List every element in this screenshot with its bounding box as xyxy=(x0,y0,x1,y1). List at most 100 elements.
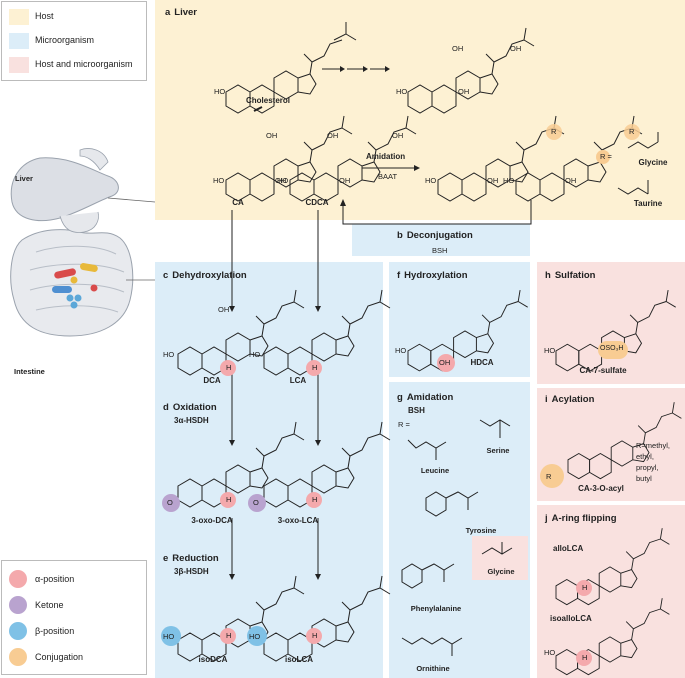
arrow-deconjugation xyxy=(340,199,532,225)
legend-compartments: Host Microorganism Host and microorganis… xyxy=(1,1,147,81)
panel-b-letter: b xyxy=(397,230,403,241)
atom-oh-top-7: OH xyxy=(458,87,470,96)
label-lca: LCA xyxy=(289,376,307,385)
panel-i-title-text: Acylation xyxy=(551,394,595,405)
label-taurine: Taurine xyxy=(633,199,663,208)
legend-label-ketone: Ketone xyxy=(35,600,64,610)
atom-ho-ca-3: HO xyxy=(213,176,225,185)
molecule-phenylalanine xyxy=(401,563,455,589)
panel-i-letter: i xyxy=(545,394,548,405)
atom-oh-dca: OH xyxy=(218,305,230,314)
label-serine: Serine xyxy=(486,446,510,455)
molecule-taurine xyxy=(617,180,649,195)
atom-oh-ca-12: OH xyxy=(266,131,278,140)
panel-a-letter: a xyxy=(165,7,171,18)
anatomy-label-liver: Liver xyxy=(15,174,33,183)
label-3-oxo-lca: 3-oxo-LCA xyxy=(277,516,319,525)
conjugation-highlight-acyl xyxy=(540,464,564,488)
atom-ho-top-3: HO xyxy=(396,87,408,96)
atom-ho-sulfate: HO xyxy=(544,346,556,355)
panel-h-background xyxy=(537,262,685,384)
label-sulfate-group: OSO₃H xyxy=(600,345,624,352)
legend-label-host: Host xyxy=(35,11,54,21)
atom-r-conj-2: R xyxy=(629,127,635,136)
anatomy-label-intestine: Intestine xyxy=(14,367,45,376)
alpha-highlight-isolca xyxy=(306,628,322,644)
label-leucine: Leucine xyxy=(420,466,450,475)
molecule-leucine xyxy=(407,439,447,460)
label-r-list: R=methyl, ethyl, propyl, butyl xyxy=(636,441,670,483)
legend-dot-ketone xyxy=(9,596,27,614)
legend-label-host-microorganism: Host and microorganism xyxy=(35,59,133,69)
alpha-highlight-isoallolca xyxy=(576,650,592,666)
atom-r-acyl: R xyxy=(546,472,552,481)
legend-swatch-microorganism xyxy=(9,33,29,49)
label-cdca: CDCA xyxy=(305,198,329,207)
atom-oh-top: OH xyxy=(510,44,522,53)
atom-oh-conj-1: OH xyxy=(487,176,499,185)
label-r-equals-g: R = xyxy=(398,420,410,429)
ketone-highlight-lca xyxy=(248,494,266,512)
atom-ho-conj-1: HO xyxy=(425,176,437,185)
atom-ho-hdca: HO xyxy=(395,346,407,355)
legend-dot-beta xyxy=(9,622,27,640)
anatomy-illustration xyxy=(10,148,156,337)
atom-ho-lca: HO xyxy=(249,350,261,359)
alpha-highlight-oxo-lca xyxy=(306,492,322,508)
atom-h-dca: H xyxy=(226,363,232,372)
label-allolca: alloLCA xyxy=(553,544,584,553)
ketone-highlight-dca xyxy=(162,494,180,512)
atom-r-conj-1: R xyxy=(551,127,557,136)
atom-oh-top-12: OH xyxy=(452,44,464,53)
atom-oh-hdca-6: OH xyxy=(439,358,451,367)
panel-d-enzyme: 3α-HSDH xyxy=(174,416,209,425)
atom-oh-cdca-7: OH xyxy=(339,176,351,185)
label-dca: DCA xyxy=(203,376,221,385)
arrow-multistep xyxy=(322,66,390,72)
panel-g-background xyxy=(389,382,530,678)
label-tyrosine: Tyrosine xyxy=(465,526,497,535)
conjugation-highlight-1 xyxy=(546,124,562,140)
atom-ho-conj-2: HO xyxy=(503,176,515,185)
molecule-glycine-g xyxy=(481,542,513,555)
molecule-cholesterol xyxy=(225,22,357,114)
molecule-lca xyxy=(263,289,391,376)
label-ca-7-sulfate: CA-7-sulfate xyxy=(579,366,627,375)
atom-ho-dca: HO xyxy=(163,350,175,359)
label-cholesterol: Cholesterol xyxy=(245,96,290,105)
legend-swatch-host-microorganism xyxy=(9,57,29,73)
alpha-highlight-hdca xyxy=(437,354,455,372)
panel-a-title-text: Liver xyxy=(174,7,198,18)
molecule-serine xyxy=(479,419,511,438)
panel-e-letter: e xyxy=(163,553,169,564)
panel-j-title-text: A-ring flipping xyxy=(551,513,617,524)
legend-dot-conjugation xyxy=(9,648,27,666)
alpha-highlight-lca xyxy=(306,360,322,376)
label-glycine-g: Glycine xyxy=(487,567,515,576)
atom-h-allolca: H xyxy=(582,583,588,592)
label-amidation-a: Amidation xyxy=(366,152,406,161)
label-isodca: isoDCA xyxy=(198,655,228,664)
label-isolca: isoLCA xyxy=(285,655,313,664)
molecule-allolca xyxy=(555,527,670,606)
label-ca: CA xyxy=(232,198,244,207)
atom-o-oxo-dca: O xyxy=(167,498,173,507)
panel-h-title-text: Sulfation xyxy=(554,270,596,281)
atom-h-lca: H xyxy=(312,363,318,372)
label-isoallolca: isoalloLCA xyxy=(550,614,592,623)
label-3-oxo-dca: 3-oxo-DCA xyxy=(191,516,233,525)
molecule-3-oxo-lca xyxy=(263,421,391,508)
atom-ho-isolca: HO xyxy=(249,632,261,641)
molecule-glycine-a xyxy=(627,132,659,149)
legend-dot-alpha xyxy=(9,570,27,588)
atom-h-isoallolca: H xyxy=(582,653,588,662)
panel-cde-background xyxy=(155,262,383,678)
molecule-ornithine xyxy=(401,637,463,656)
atom-h-isolca: H xyxy=(312,631,318,640)
atom-oh-ca-7: OH xyxy=(275,176,287,185)
